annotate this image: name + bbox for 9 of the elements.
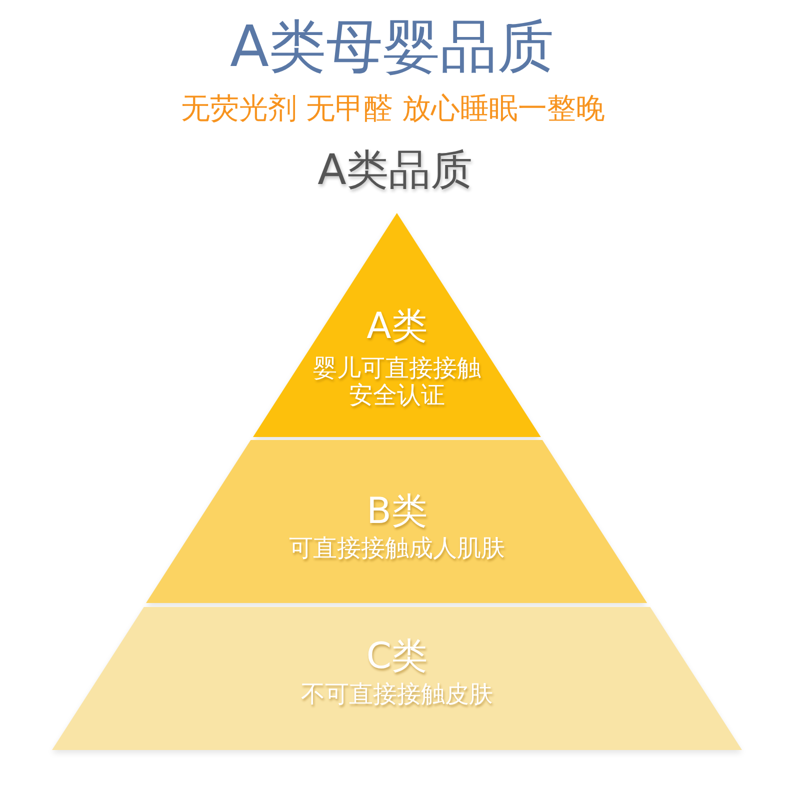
tier-description: 婴儿可直接接触安全认证: [312, 355, 482, 409]
subtitle: 无荧光剂 无甲醛 放心睡眠一整晚: [180, 90, 606, 126]
tier-label: A类: [366, 307, 428, 347]
title: A类母婴品质: [230, 14, 554, 80]
tier-label: B类: [366, 492, 428, 532]
tier-label: C类: [366, 637, 428, 677]
tier-description: 不可直接接触皮肤: [301, 681, 493, 708]
tier-description: 可直接接触成人肌肤: [288, 535, 505, 562]
pyramid-heading: A类品质: [318, 145, 472, 195]
